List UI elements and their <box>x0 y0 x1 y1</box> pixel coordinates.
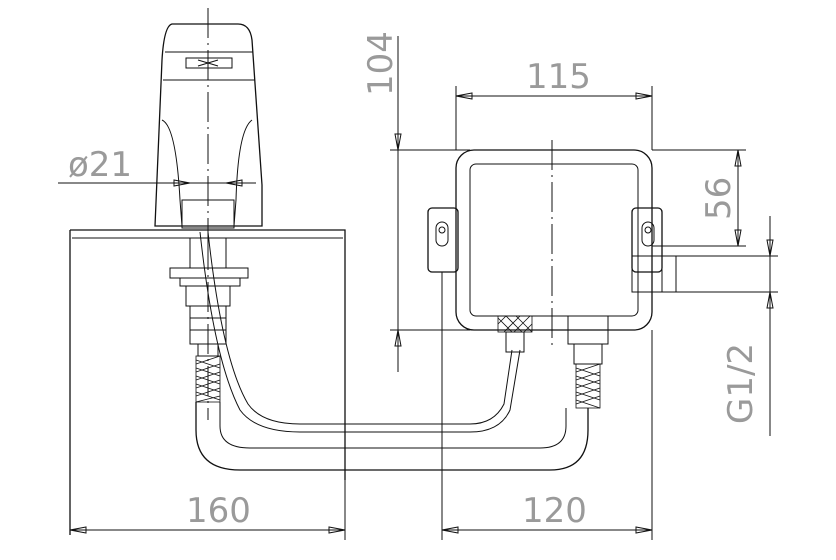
sensor-cable <box>199 231 521 433</box>
faucet-body <box>154 8 263 240</box>
supply-hose <box>195 402 589 471</box>
dim-box-height-label: 104 <box>361 31 401 96</box>
dim-plate-width-label: 160 <box>186 491 251 531</box>
dim-thread-label: G1/2 <box>721 343 761 424</box>
dim-outlet-offset-label: 56 <box>699 177 739 220</box>
dim-diameter-label: ø21 <box>68 145 132 185</box>
dimension-lines <box>58 36 778 540</box>
dim-bracket-width-label: 120 <box>522 491 587 531</box>
control-box <box>427 140 677 409</box>
faucet-shank <box>169 237 249 420</box>
dim-box-width-label: 115 <box>526 57 591 97</box>
